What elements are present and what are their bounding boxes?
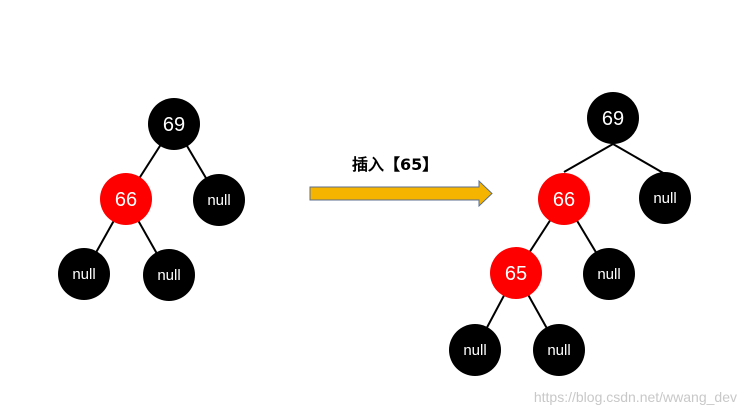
node-circle-black xyxy=(449,324,501,376)
node-circle-black xyxy=(143,249,195,301)
node-value: 66 xyxy=(553,189,575,211)
before-node-left-right: null xyxy=(143,249,195,301)
before-node-root-right: null xyxy=(193,174,245,226)
node-value: null xyxy=(72,266,95,283)
node-value: null xyxy=(597,266,620,283)
watermark: https://blog.csdn.net/wwang_dev xyxy=(534,389,737,405)
operation-caption: 插入【65】 xyxy=(352,155,438,174)
right-arrow-icon xyxy=(309,179,493,208)
after-node-left-left-left: null xyxy=(449,324,501,376)
operation-arrow-group: 插入【65】 xyxy=(309,155,493,208)
before-node-root: 69 xyxy=(148,98,200,150)
node-value: null xyxy=(157,267,180,284)
node-circle-red xyxy=(538,173,590,225)
before-tree: 69 66 null null null xyxy=(58,98,245,301)
node-circle-black xyxy=(193,174,245,226)
node-value: 69 xyxy=(163,114,185,136)
after-node-left-left: 65 xyxy=(490,247,542,299)
node-circle-red xyxy=(100,173,152,225)
after-node-root-left: 66 xyxy=(538,173,590,225)
after-node-left-left-right: null xyxy=(533,324,585,376)
node-circle-red xyxy=(490,247,542,299)
node-circle-black xyxy=(587,92,639,144)
before-node-root-left: 66 xyxy=(100,173,152,225)
node-value: 66 xyxy=(115,189,137,211)
node-value: null xyxy=(547,342,570,359)
node-value: 69 xyxy=(602,108,624,130)
after-tree: 69 66 null 65 null null xyxy=(449,92,691,376)
edge-after-root-to-left xyxy=(563,143,614,173)
node-value: null xyxy=(463,342,486,359)
node-circle-black xyxy=(583,248,635,300)
after-node-root-right: null xyxy=(639,172,691,224)
after-node-left-right: null xyxy=(583,248,635,300)
node-circle-black xyxy=(148,98,200,150)
node-value: null xyxy=(653,190,676,207)
node-value: null xyxy=(207,192,230,209)
before-node-left-left: null xyxy=(58,248,110,300)
after-node-root: 69 xyxy=(587,92,639,144)
node-circle-black xyxy=(639,172,691,224)
node-circle-black xyxy=(58,248,110,300)
edge-after-root-to-right xyxy=(612,143,666,175)
node-circle-black xyxy=(533,324,585,376)
node-value: 65 xyxy=(505,263,527,285)
